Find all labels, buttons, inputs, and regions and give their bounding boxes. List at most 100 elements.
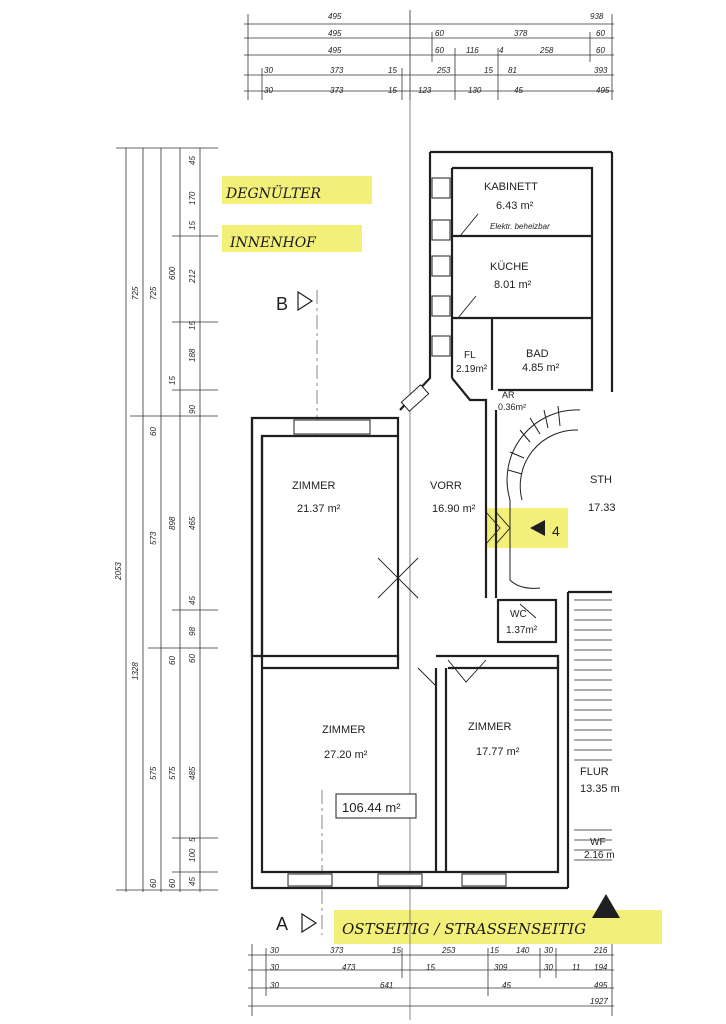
- left-dimensions: [116, 147, 218, 892]
- bottom-dim-3b: 641: [380, 981, 393, 990]
- bottom-dim-3a: 30: [270, 981, 279, 990]
- top-dimensions: [244, 10, 614, 100]
- top-dim-3e: 258: [539, 46, 554, 55]
- top-dim-4c: 15: [388, 66, 397, 75]
- left-dim-c5: 60: [168, 879, 177, 888]
- left-dim-d7: 15: [168, 376, 177, 385]
- spiral-stair: [506, 405, 581, 589]
- top-dim-4g: 393: [594, 66, 608, 75]
- bottom-dim-1e: 15: [490, 946, 499, 955]
- top-dim-4b: 373: [330, 66, 344, 75]
- left-dim-a2: 1328: [131, 662, 140, 680]
- room-zimmer1-name: ZIMMER: [292, 480, 335, 492]
- bottom-dim-2c: 15: [426, 963, 435, 972]
- left-dim-d12: 98: [188, 627, 197, 636]
- room-ar-area: 0.36m²: [498, 402, 526, 412]
- bottom-dim-2b: 473: [342, 963, 356, 972]
- left-dim-b1: 725: [149, 286, 158, 300]
- axis-lines: [316, 10, 411, 1020]
- section-a-label: A: [276, 914, 288, 934]
- room-vorr-name: VORR: [430, 480, 462, 492]
- left-dim-d10: 465: [188, 516, 197, 530]
- total-area-box: [335, 793, 417, 819]
- bottom-dim-2g: 194: [594, 963, 608, 972]
- room-wc-name: WC: [510, 609, 527, 620]
- top-dim-5d: 123: [418, 86, 432, 95]
- left-dim-b2: 573: [149, 531, 158, 545]
- bottom-dim-2a: 30: [270, 963, 279, 972]
- room-bad-name: BAD: [526, 348, 549, 360]
- room-vorr-area: 16.90 m²: [432, 503, 476, 515]
- top-dim-5c: 15: [388, 86, 397, 95]
- bottom-dim-4a: 1927: [590, 997, 608, 1006]
- room-wf-name: WF: [590, 837, 606, 848]
- annotation-innenhof-2: INNENHOF: [229, 235, 317, 251]
- room-fl-area: 2.19m²: [456, 364, 488, 375]
- room-fl-name: FL: [464, 350, 476, 361]
- top-dim-1b: 938: [590, 12, 604, 21]
- walls: [250, 150, 614, 890]
- top-dim-2c: 378: [514, 29, 528, 38]
- bottom-dim-3c: 45: [502, 981, 511, 990]
- left-dim-d9: 60: [149, 427, 158, 436]
- top-dim-4d: 253: [436, 66, 451, 75]
- bottom-dim-2f: 11: [572, 963, 580, 972]
- left-dim-d1: 45: [188, 156, 197, 165]
- left-dim-c2: 898: [168, 516, 177, 530]
- annotation-street-side: OSTSEITIG / STRASSENSEITIG: [342, 920, 586, 938]
- bottom-dim-2d: 309: [494, 963, 508, 972]
- bottom-dim-1g: 30: [544, 946, 553, 955]
- top-dim-4f: 81: [508, 66, 517, 75]
- bottom-dim-1a: 30: [270, 946, 279, 955]
- left-dim-d8: 90: [188, 405, 197, 414]
- doors: [377, 213, 537, 687]
- windows: [287, 177, 507, 887]
- top-dim-4a: 30: [264, 66, 273, 75]
- section-b-label: B: [276, 294, 288, 314]
- left-dim-d6: 188: [188, 348, 197, 362]
- bottom-dim-1c: 15: [392, 946, 401, 955]
- room-kabinett-area: 6.43 m²: [496, 200, 534, 212]
- top-dim-2a: 495: [328, 29, 342, 38]
- left-dim-c4: 575: [168, 766, 177, 780]
- room-zimmer2-area: 27.20 m²: [324, 749, 368, 761]
- top-dim-4e: 15: [484, 66, 493, 75]
- room-zimmer1-area: 21.37 m²: [297, 503, 341, 515]
- highlight-innenhof-2: [222, 225, 362, 252]
- left-dim-a1: 725: [131, 286, 140, 300]
- total-area: 106.44 m²: [342, 800, 401, 815]
- top-dim-2d: 60: [596, 29, 605, 38]
- bottom-dim-1d: 253: [441, 946, 456, 955]
- top-dim-3f: 60: [596, 46, 605, 55]
- top-dim-3b: 60: [435, 46, 444, 55]
- section-markers: B A 4: [276, 290, 620, 934]
- room-wc-area: 1.37m²: [506, 625, 538, 636]
- left-dim-c3: 60: [168, 656, 177, 665]
- top-dim-3d: 4: [499, 46, 504, 55]
- bottom-dim-2e: 30: [544, 963, 553, 972]
- top-dim-5f: 45: [514, 86, 523, 95]
- left-dim-d2: 170: [188, 191, 197, 205]
- left-dim-d14: 485: [188, 766, 197, 780]
- left-dim-b3: 575: [149, 766, 158, 780]
- top-dim-5g: 495: [596, 86, 610, 95]
- room-kabinett-note: Elektr. beheizbar: [490, 222, 550, 231]
- top-dim-3c: 116: [466, 46, 479, 55]
- room-flur-name: FLUR: [580, 766, 609, 778]
- entry-label: 4: [552, 523, 560, 539]
- left-dim-overall: 2053: [114, 562, 123, 581]
- room-bad-area: 4.85 m²: [522, 362, 560, 374]
- top-dim-5b: 373: [330, 86, 344, 95]
- room-sth-area: 17.33: [588, 502, 616, 514]
- left-dim-d3: 15: [188, 221, 197, 230]
- bottom-dimensions: [248, 944, 614, 1016]
- room-kabinett-name: KABINETT: [484, 181, 538, 193]
- top-dim-2b: 60: [435, 29, 444, 38]
- left-dim-c1: 600: [168, 266, 177, 280]
- highlight-innenhof-1: [222, 176, 372, 204]
- left-dim-d16: 5: [188, 837, 197, 842]
- top-dim-5e: 130: [468, 86, 482, 95]
- room-kueche-area: 8.01 m²: [494, 279, 532, 291]
- top-dim-1a: 495: [328, 12, 342, 21]
